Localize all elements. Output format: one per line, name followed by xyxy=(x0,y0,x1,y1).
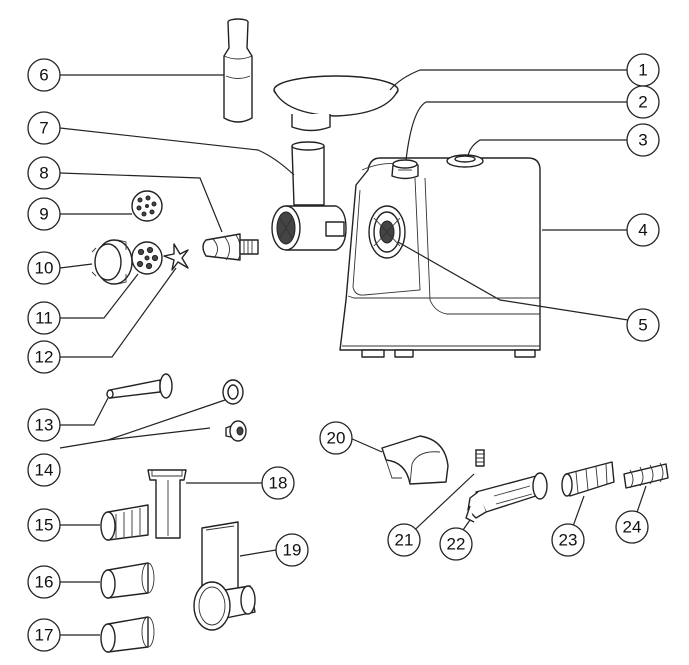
callout-22: 22 xyxy=(439,527,473,561)
part-kibbe-attachment xyxy=(222,379,247,442)
part-juicer-sieve xyxy=(561,461,615,497)
callout-14-label: 14 xyxy=(35,461,54,480)
callout-20-label: 20 xyxy=(327,429,346,448)
callout-1: 1 xyxy=(626,53,660,87)
callout-5-label: 5 xyxy=(638,316,647,335)
callout-9-label: 9 xyxy=(39,205,48,224)
callout-14: 14 xyxy=(27,453,61,487)
callout-10-label: 10 xyxy=(35,259,54,278)
part-reverse-button xyxy=(446,154,484,168)
callout-21: 21 xyxy=(387,523,421,557)
part-auger xyxy=(202,233,259,261)
part-cutting-blade xyxy=(163,243,189,271)
callout-3: 3 xyxy=(626,123,660,157)
callout-11: 11 xyxy=(27,301,61,335)
part-juicer-cover xyxy=(381,435,449,485)
callout-18: 18 xyxy=(261,466,295,500)
callout-12: 12 xyxy=(27,340,61,374)
part-sausage-funnel xyxy=(106,373,173,399)
callout-8: 8 xyxy=(27,156,61,190)
part-screw xyxy=(475,449,485,467)
callout-24: 24 xyxy=(615,510,649,544)
callout-24-label: 24 xyxy=(623,518,642,537)
callout-15-label: 15 xyxy=(35,516,54,535)
part-juicer-housing xyxy=(465,472,548,523)
part-motor-housing xyxy=(339,157,541,358)
part-drum-fine xyxy=(100,504,149,541)
part-tray xyxy=(273,75,399,132)
part-outlet-socket xyxy=(368,205,406,259)
callout-22-label: 22 xyxy=(447,535,466,554)
callout-16: 16 xyxy=(27,565,61,599)
callout-6: 6 xyxy=(27,58,61,92)
callout-2: 2 xyxy=(626,85,660,119)
callout-17-label: 17 xyxy=(35,626,54,645)
part-grater-pusher xyxy=(147,469,187,539)
callout-2-label: 2 xyxy=(638,93,647,112)
callout-4-label: 4 xyxy=(638,221,647,240)
callout-1-label: 1 xyxy=(638,61,647,80)
callout-3-label: 3 xyxy=(638,131,647,150)
part-pusher xyxy=(223,18,253,123)
callout-10: 10 xyxy=(27,251,61,285)
callout-4: 4 xyxy=(626,213,660,247)
callout-23-label: 23 xyxy=(559,531,578,550)
part-fine-plate xyxy=(131,190,163,222)
callout-8-label: 8 xyxy=(39,164,48,183)
callout-15: 15 xyxy=(27,508,61,542)
callout-18-label: 18 xyxy=(269,474,288,493)
callout-5: 5 xyxy=(626,308,660,342)
part-switch-button xyxy=(391,159,419,180)
callout-6-label: 6 xyxy=(39,66,48,85)
part-juicer-screw xyxy=(623,462,669,489)
part-head xyxy=(271,141,347,251)
callout-7-label: 7 xyxy=(39,119,48,138)
part-coarse-plate xyxy=(131,241,163,275)
callout-11-label: 11 xyxy=(35,309,53,328)
part-drum-slicer xyxy=(100,616,155,653)
callout-23: 23 xyxy=(551,523,585,557)
callout-17: 17 xyxy=(27,618,61,652)
part-drum-coarse xyxy=(100,562,155,599)
callout-21-label: 21 xyxy=(395,531,414,550)
callout-19: 19 xyxy=(275,533,309,567)
callout-13: 13 xyxy=(27,408,61,442)
part-slicer-head xyxy=(193,521,256,631)
callout-13-label: 13 xyxy=(35,416,54,435)
callout-19-label: 19 xyxy=(283,541,302,560)
callout-16-label: 16 xyxy=(35,573,54,592)
callout-9: 9 xyxy=(27,197,61,231)
part-ring-nut xyxy=(91,239,133,285)
callout-7: 7 xyxy=(27,111,61,145)
callout-20: 20 xyxy=(319,421,353,455)
callout-12-label: 12 xyxy=(35,348,54,367)
